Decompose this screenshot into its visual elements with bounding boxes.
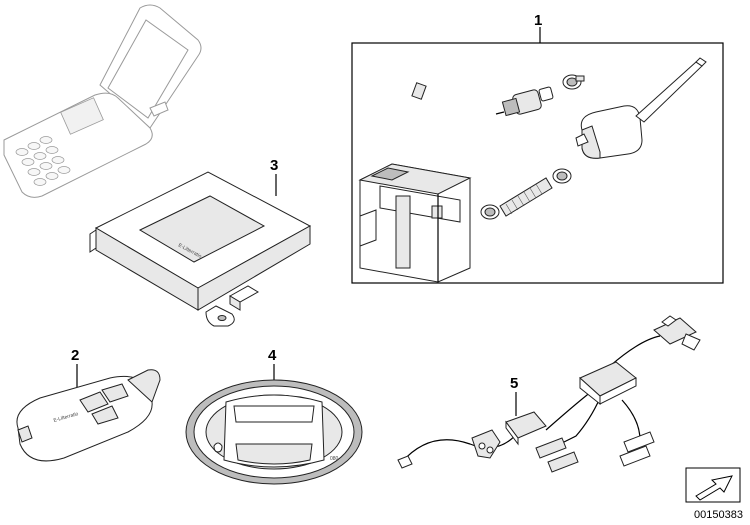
pump	[495, 86, 554, 117]
svg-text:080: 080	[330, 456, 339, 462]
callout-2: 2	[71, 347, 79, 364]
auxiliary-heater-unit	[358, 163, 472, 283]
remote-control: E-Lilterratio	[16, 369, 161, 462]
reference-number: 00150383	[694, 509, 743, 521]
corrugated-tube	[499, 177, 553, 217]
callout-3: 3	[270, 157, 278, 174]
part-1-frame	[351, 27, 724, 284]
display-panel: 080	[185, 379, 363, 485]
hose	[389, 80, 451, 161]
hose-clamp-muffler	[552, 168, 572, 184]
navigation-arrow-icon	[685, 467, 741, 503]
hose-clamp-lower	[480, 204, 500, 220]
wiring-harness	[397, 315, 701, 473]
exhaust-silencer	[575, 57, 707, 159]
mobile-phone-icon	[3, 4, 202, 198]
callout-5: 5	[510, 375, 518, 392]
hose-clamp	[562, 74, 585, 90]
callout-4: 4	[268, 347, 277, 364]
callout-1: 1	[534, 12, 542, 29]
control-unit: E-Lilterratio	[89, 171, 312, 327]
